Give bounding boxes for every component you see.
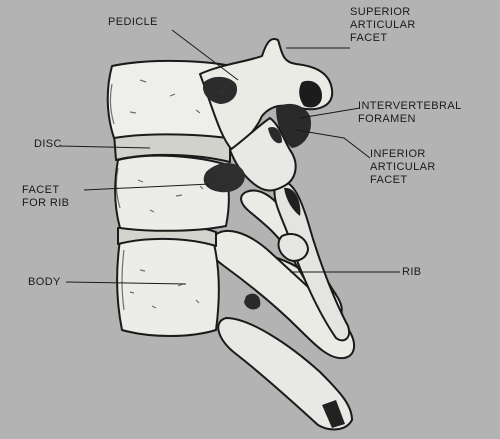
middle-vertebral-body <box>114 154 230 232</box>
lower-vertebral-body <box>116 234 220 337</box>
disc-leader <box>59 145 151 149</box>
inferior-articular-facet-leader <box>295 129 371 159</box>
facet-for-rib-leader <box>83 183 211 191</box>
facet-for-rib <box>203 163 245 193</box>
lower-rib <box>217 317 353 431</box>
superior-articular-facet <box>299 80 322 108</box>
rib <box>207 229 355 360</box>
disc-label: DISC <box>34 138 62 150</box>
body-leader <box>65 281 187 285</box>
pedicle-label: PEDICLE <box>108 16 158 28</box>
rib-label: RIB <box>402 266 422 278</box>
inferior-articular-facet-label: INFERIOR ARTICULAR FACET <box>370 148 436 186</box>
bone-texture <box>109 79 224 311</box>
intervertebral-foramen-leader <box>299 107 361 119</box>
intervertebral-foramen <box>276 103 312 148</box>
intervertebral-foramen-label: INTERVERTEBRAL FORAMEN <box>358 100 462 125</box>
body-label: BODY <box>28 276 61 288</box>
pedicle-leader <box>171 29 239 81</box>
leader-lines <box>59 29 400 285</box>
facet-for-rib-label: FACET FOR RIB <box>22 184 70 209</box>
superior-articular-facet-label: SUPERIOR ARTICULAR FACET <box>350 6 416 44</box>
rib-head <box>277 232 309 262</box>
